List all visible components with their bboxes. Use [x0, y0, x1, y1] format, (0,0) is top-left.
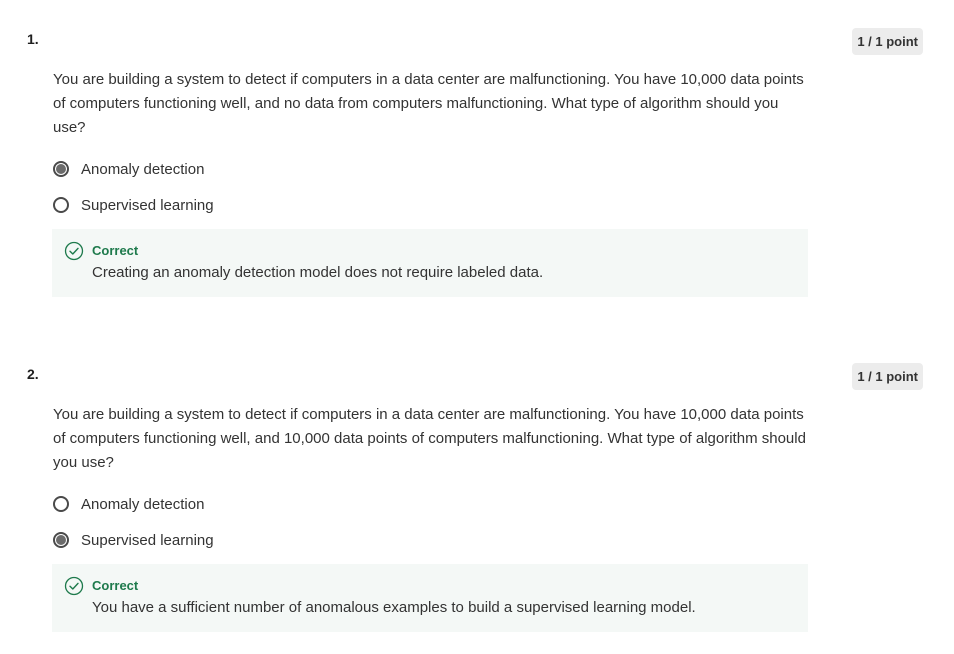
- question-number: 2.: [27, 366, 39, 382]
- radio-button[interactable]: [51, 195, 71, 215]
- option-label: Supervised learning: [81, 196, 214, 214]
- feedback-panel: Correct Creating an anomaly detection mo…: [52, 229, 808, 297]
- feedback-message: Creating an anomaly detection model does…: [92, 264, 544, 281]
- points-badge: 1 / 1 point: [852, 28, 923, 55]
- option-anomaly-detection[interactable]: Anomaly detection: [51, 493, 204, 515]
- question-text: You are building a system to detect if c…: [53, 406, 806, 471]
- feedback-panel: Correct You have a sufficient number of …: [52, 564, 808, 632]
- feedback-message: You have a sufficient number of anomalou…: [92, 599, 696, 616]
- radio-button[interactable]: [51, 159, 71, 179]
- option-supervised-learning[interactable]: Supervised learning: [51, 194, 214, 216]
- feedback-status: Correct: [92, 243, 139, 258]
- feedback-status: Correct: [92, 578, 139, 593]
- check-circle-icon: [64, 241, 84, 261]
- radio-button[interactable]: [51, 530, 71, 550]
- question-number: 1.: [27, 31, 39, 47]
- option-label: Anomaly detection: [81, 160, 205, 178]
- question-text: You are building a system to detect if c…: [53, 71, 804, 136]
- points-badge: 1 / 1 point: [852, 363, 923, 390]
- check-circle-icon: [64, 576, 84, 596]
- option-label: Anomaly detection: [81, 495, 205, 513]
- radio-button[interactable]: [51, 494, 71, 514]
- option-label: Supervised learning: [81, 531, 214, 549]
- option-anomaly-detection[interactable]: Anomaly detection: [51, 158, 204, 180]
- option-supervised-learning[interactable]: Supervised learning: [51, 529, 214, 551]
